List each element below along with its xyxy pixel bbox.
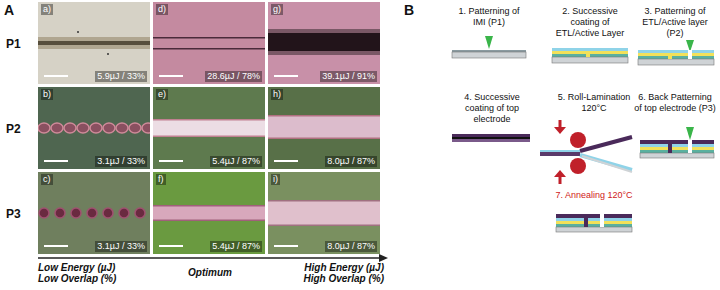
panel-letter: d) <box>156 4 168 15</box>
energy-overlap: 8.0µJ / 87% <box>325 241 377 252</box>
panel-label: A <box>4 2 14 18</box>
row-label: P3 <box>6 207 21 221</box>
panel-letter: c) <box>41 174 53 185</box>
step-label: 6. Back Patterning of top electrode (P3) <box>634 92 716 114</box>
row-label: P2 <box>6 122 21 136</box>
energy-overlap: 3.1µJ / 33% <box>95 241 147 252</box>
micrograph-tile: d) 28.6µJ / 78% <box>153 2 265 84</box>
micrograph-tile: b) 3.1µJ / 33% <box>38 87 150 169</box>
energy-overlap: 5.4µJ / 87% <box>210 156 262 167</box>
row-label: P1 <box>6 37 21 51</box>
energy-overlap: 5.4µJ / 87% <box>210 241 262 252</box>
panel-letter: f) <box>156 174 166 185</box>
energy-overlap: 39.1µJ / 91% <box>320 71 377 82</box>
micrograph-tile: i) 8.0µJ / 87% <box>268 172 380 254</box>
micrograph-tile: e) 5.4µJ / 87% <box>153 87 265 169</box>
energy-overlap: 3.1µJ / 33% <box>95 156 147 167</box>
panel-letter: h) <box>271 89 283 100</box>
micrograph-tile: c) 3.1µJ / 33% <box>38 172 150 254</box>
panel-letter: i) <box>271 174 280 185</box>
panel-letter: g) <box>271 4 283 15</box>
axis-label: Low Energy (µJ) Low Overlap (%) <box>38 262 124 284</box>
energy-overlap: 5.9µJ / 33% <box>95 71 147 82</box>
step-label: 1. Patterning of IMI (P1) <box>452 6 526 28</box>
axis-label: High Energy (µJ) High Overlap (%) <box>284 262 384 284</box>
step-label: 2. Successive coating of ETL/Active Laye… <box>550 6 630 39</box>
step-label: 4. Successive coating of top electrode <box>452 92 532 125</box>
energy-overlap: 8.0µJ / 87% <box>325 156 377 167</box>
energy-overlap: 28.6µJ / 78% <box>205 71 262 82</box>
micrograph-tile: g) 39.1µJ / 91% <box>268 2 380 84</box>
step-label: 5. Roll-Lamination 120°C <box>552 92 636 114</box>
micrograph-tile: h) 8.0µJ / 87% <box>268 87 380 169</box>
step-label: 3. Patterning of ETL/Active layer (P2) <box>634 6 716 39</box>
panel-letter: b) <box>41 89 53 100</box>
panel-label: B <box>404 2 414 18</box>
micrograph-tile: f) 5.4µJ / 87% <box>153 172 265 254</box>
panel-letter: e) <box>156 89 168 100</box>
panel-letter: a) <box>41 4 53 15</box>
axis-label: Optimum <box>160 267 260 278</box>
step-label: 7. Annealing 120°C <box>552 190 636 201</box>
micrograph-tile: a) 5.9µJ / 33% <box>38 2 150 84</box>
